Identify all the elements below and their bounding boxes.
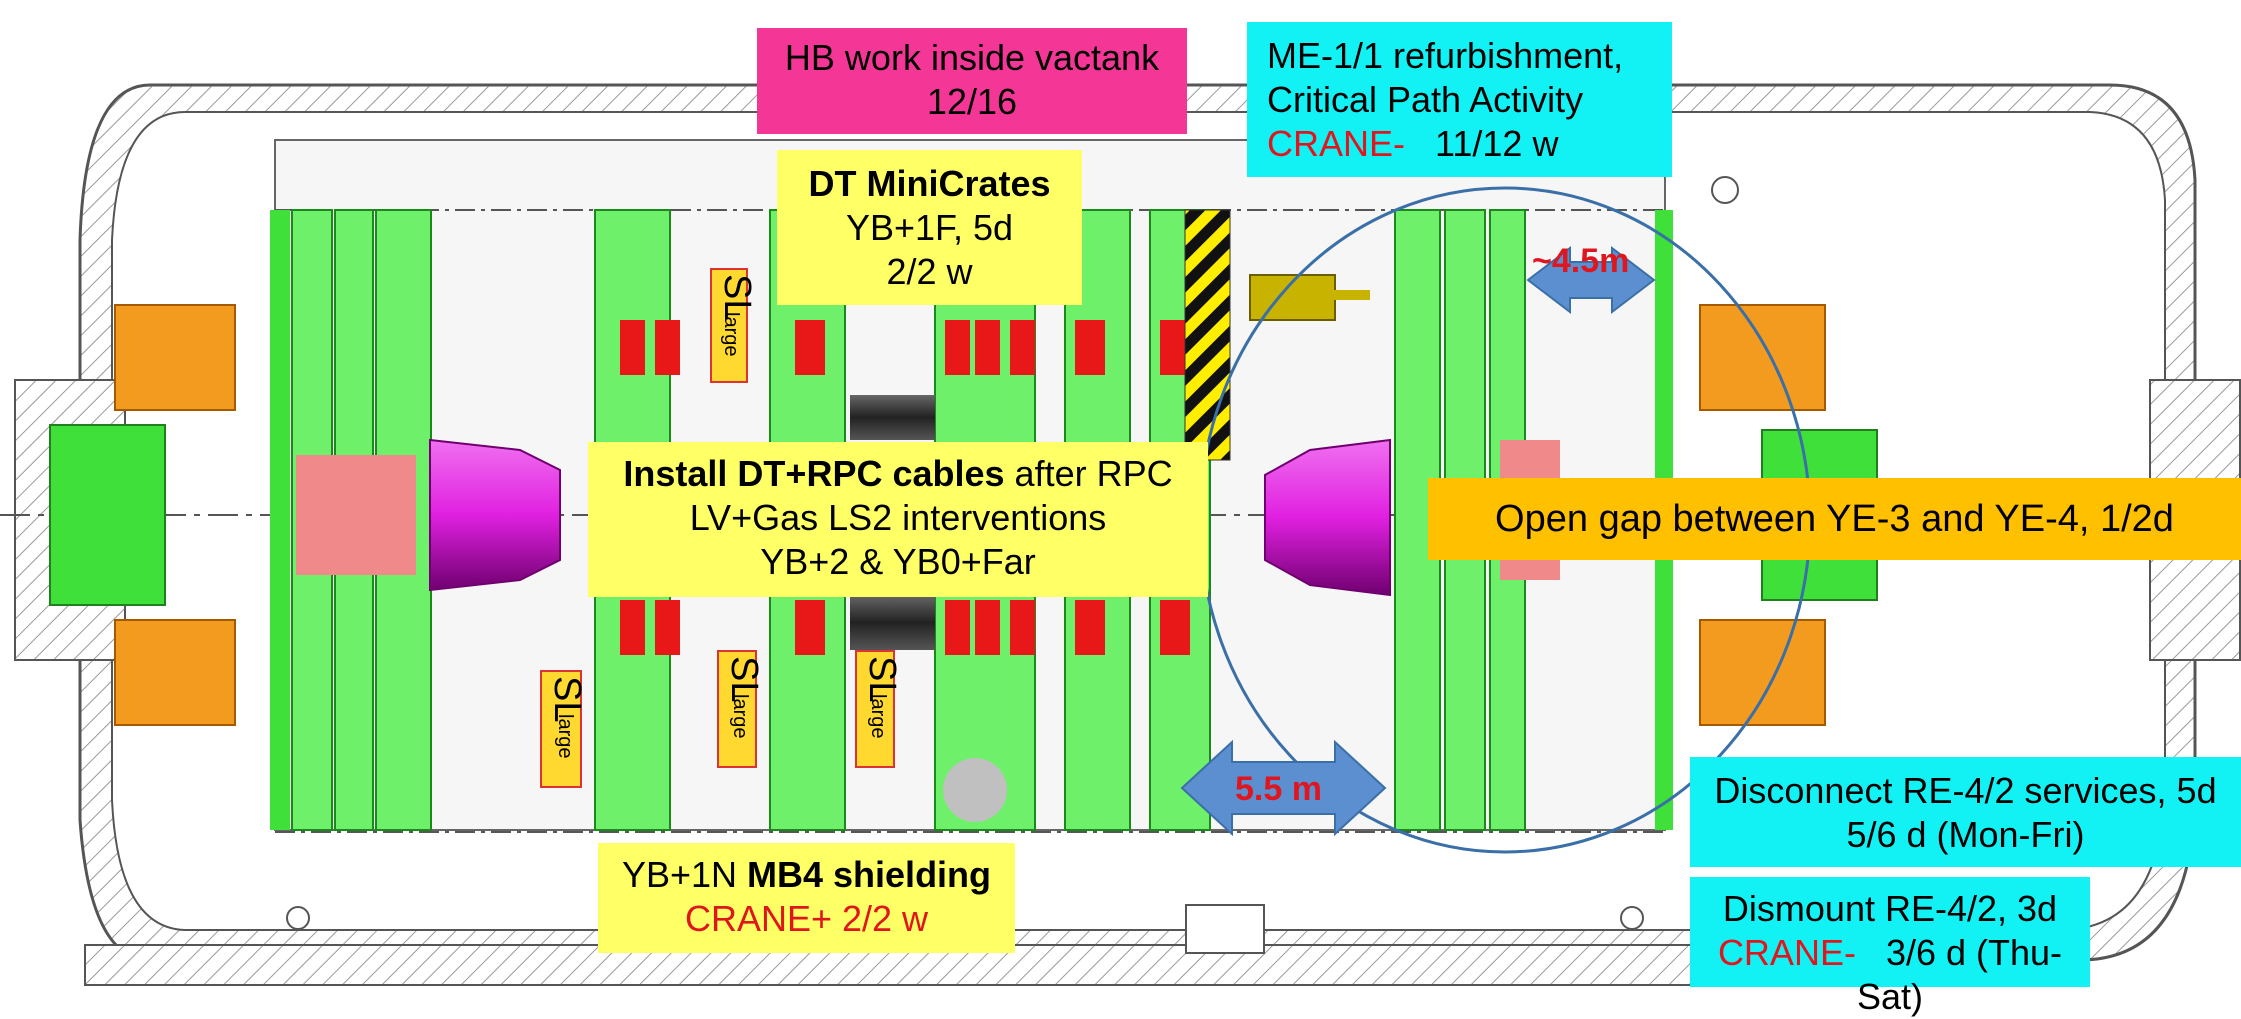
sl-tag-size: large xyxy=(554,714,576,759)
dismount-crane: CRANE- xyxy=(1717,932,1856,973)
distance-arrow-bottom xyxy=(1180,739,1387,837)
me11-weeks: 11/12 w xyxy=(1435,123,1559,164)
install-cables-box: Install DT+RPC cables after RPC LV+Gas L… xyxy=(588,442,1208,597)
dt-minicrates-line2: YB+1F, 5d xyxy=(845,207,1014,248)
open-gap-box: Open gap between YE-3 and YE-4, 1/2d xyxy=(1428,478,2241,560)
hb-work-line1: HB work inside vactank xyxy=(784,37,1160,78)
dt-minicrates-box: DT MiniCrates YB+1F, 5d 2/2 w xyxy=(777,150,1082,305)
sl-tag-size: large xyxy=(720,312,742,357)
install-cables-line3: YB+2 & YB0+Far xyxy=(760,541,1036,582)
sl-tag-bottom-left: SL large xyxy=(540,670,588,788)
disconnect-line1: Disconnect RE-4/2 services, 5d xyxy=(1714,770,2217,811)
distance-label-top: ~4.5m xyxy=(1532,242,1630,280)
sl-tag-label: SL xyxy=(723,656,765,703)
sl-tag-label: SL xyxy=(861,656,903,703)
endcap-pieces-left xyxy=(49,304,236,726)
sl-tag-label: SL xyxy=(716,274,758,321)
install-cables-rest: after RPC xyxy=(1004,453,1173,494)
dismount-line2: 3/6 d (Thu-Sat) xyxy=(1856,932,2063,1017)
hb-work-line2: 12/16 xyxy=(926,81,1018,122)
endcap-disks-left xyxy=(291,209,432,831)
mb4-prefix: YB+1N xyxy=(621,854,748,895)
sl-tag-label: SL xyxy=(546,676,588,723)
dismount-box: Dismount RE-4/2, 3d CRANE- 3/6 d (Thu-Sa… xyxy=(1690,877,2090,1017)
mb4-crane: CRANE+ 2/2 w xyxy=(684,898,929,939)
distance-arrow-top xyxy=(1526,245,1656,315)
dt-minicrates-line3: 2/2 w xyxy=(886,251,973,292)
dismount-line1: Dismount RE-4/2, 3d xyxy=(1722,888,2058,929)
mb4-bold: MB4 shielding xyxy=(747,854,992,895)
mb4-box: YB+1N MB4 shielding CRANE+ 2/2 w xyxy=(598,843,1015,953)
sl-tag-bottom-mid: SL large xyxy=(717,650,765,768)
sl-tag-bottom-right: SL large xyxy=(855,650,903,768)
magnet-plug-right xyxy=(1264,438,1391,597)
sl-tag-size: large xyxy=(867,694,889,739)
dt-minicrates-title: DT MiniCrates xyxy=(808,163,1051,204)
open-gap-text: Open gap between YE-3 and YE-4, 1/2d xyxy=(1495,498,2174,540)
me11-crane: CRANE- xyxy=(1267,123,1406,164)
magnet-plug-left xyxy=(429,438,561,592)
distance-label-bottom: 5.5 m xyxy=(1235,770,1322,808)
install-cables-bold: Install DT+RPC cables xyxy=(623,453,1005,494)
sl-tag-top: SL large xyxy=(710,268,758,383)
install-cables-line2: LV+Gas LS2 interventions xyxy=(689,497,1107,538)
disconnect-box: Disconnect RE-4/2 services, 5d 5/6 d (Mo… xyxy=(1690,757,2241,867)
end-bar-left xyxy=(270,210,290,830)
endcap-pieces-right xyxy=(1699,304,1878,726)
hb-work-box: HB work inside vactank 12/16 xyxy=(757,28,1187,134)
me11-line1: ME-1/1 refurbishment, xyxy=(1267,35,1624,76)
sl-tag-size: large xyxy=(729,694,751,739)
me11-box: ME-1/1 refurbishment, Critical Path Acti… xyxy=(1247,22,1672,177)
disconnect-line2: 5/6 d (Mon-Fri) xyxy=(1846,814,2085,855)
me11-line2: Critical Path Activity xyxy=(1267,79,1584,120)
